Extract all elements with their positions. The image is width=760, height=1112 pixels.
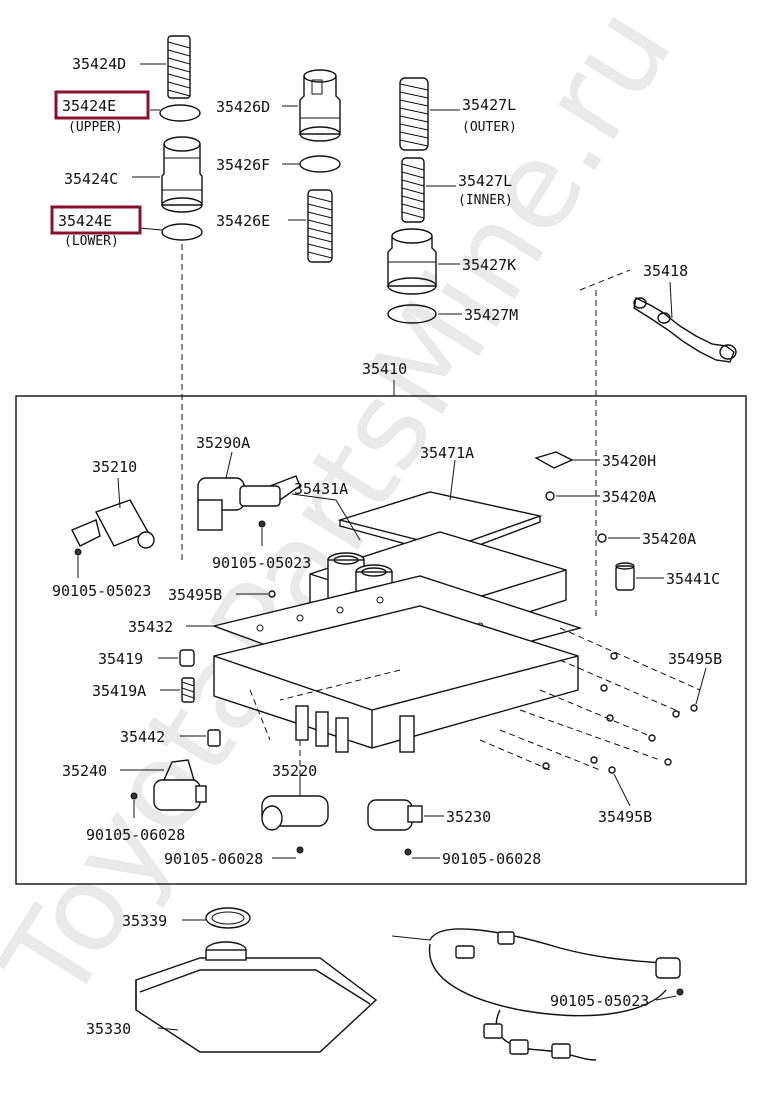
valve-body-assembly-box [15,395,747,885]
spring-35427l-outer [399,77,429,151]
label-35442: 35442 [120,728,165,746]
label-35427k: 35427K [462,256,516,274]
ball-35495b-2 [690,704,698,712]
piston-35424c [161,136,203,213]
label-35424e-lower-sub: (LOWER) [64,234,119,249]
part-35442 [207,729,221,747]
lower-valve-body [213,605,579,753]
label-35240: 35240 [62,762,107,780]
label-35495b-2: 35495B [668,650,722,668]
ring-35424e-lower [161,223,203,241]
strainer-35330 [135,941,378,1053]
solenoid-35240 [153,759,207,811]
filter-35441c [615,562,635,591]
label-90105-05023-a: 90105-05023 [212,554,311,572]
highlight-35424e-lower [50,205,142,235]
label-35424e-lower: 35424E [58,212,112,230]
label-35419a: 35419A [92,682,146,700]
piston-35427k [387,228,437,295]
wire-harness [428,928,684,1061]
spring-35427l-inner [401,157,425,223]
label-35410: 35410 [362,360,407,378]
label-35495b-3: 35495B [598,808,652,826]
label-90105-05023-c: 90105-05023 [550,992,649,1010]
label-90105-06028-a: 90105-06028 [86,826,185,844]
label-35420h: 35420H [602,452,656,470]
spring-35424d [167,35,191,99]
label-35290a: 35290A [196,434,250,452]
label-35426e: 35426E [216,212,270,230]
label-35424e-upper-sub: (UPPER) [68,120,123,135]
label-35330: 35330 [86,1020,131,1038]
label-35220: 35220 [272,762,317,780]
ball-35420a-2 [597,533,607,543]
label-35426d: 35426D [216,98,270,116]
label-35424d: 35424D [72,55,126,73]
label-90105-06028-c: 90105-06028 [442,850,541,868]
ball-35420a-1 [545,491,555,501]
label-35427l-inner-sub: (INNER) [458,193,513,208]
ball-35495b-1 [268,590,276,598]
manual-valve-35418 [633,296,737,363]
plate-35420h [534,451,574,469]
ring-35424e-upper [159,104,201,122]
ring-35426f [299,155,341,173]
piston-35426d [299,69,341,142]
ball-35495b-3 [608,766,616,774]
label-35420a-2: 35420A [642,530,696,548]
label-35427m: 35427M [464,306,518,324]
label-35471a: 35471A [420,444,474,462]
highlight-35424e-upper [54,90,150,120]
label-35420a-1: 35420A [602,488,656,506]
label-35339: 35339 [122,912,167,930]
label-35418: 35418 [643,262,688,280]
label-35210: 35210 [92,458,137,476]
label-35432: 35432 [128,618,173,636]
plug-35419 [179,649,195,667]
label-35427l-inner: 35427L [458,172,512,190]
label-35495b-1: 35495B [168,586,222,604]
solenoid-35220 [261,795,329,831]
spring-35426e [307,189,333,263]
label-35424e-upper: 35424E [62,97,116,115]
label-35427l-outer-sub: (OUTER) [462,120,517,135]
ring-35427m [387,304,437,324]
label-35424c: 35424C [64,170,118,188]
label-35230: 35230 [446,808,491,826]
label-35441c: 35441C [666,570,720,588]
label-35431a: 35431A [294,480,348,498]
solenoid-35290a [197,475,301,531]
solenoid-35210 [71,499,155,549]
label-35426f: 35426F [216,156,270,174]
label-35427l-outer: 35427L [462,96,516,114]
ball-dots [542,652,680,770]
solenoid-35230 [367,799,423,831]
label-35419: 35419 [98,650,143,668]
gasket-35339 [205,907,251,929]
label-90105-05023-b: 90105-05023 [52,582,151,600]
label-90105-06028-b: 90105-06028 [164,850,263,868]
spring-35419a [181,677,195,703]
